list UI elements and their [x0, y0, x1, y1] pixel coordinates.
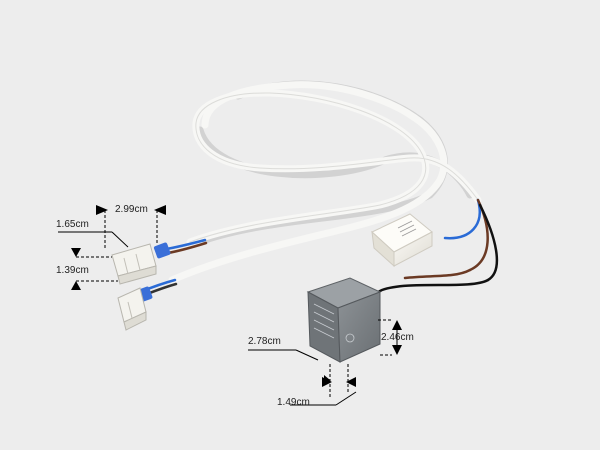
- module-width-label: 2.78cm: [248, 336, 281, 347]
- connector-width-label: 1.65cm: [56, 219, 89, 230]
- connector-length-label: 2.99cm: [115, 204, 148, 215]
- white-cable-outline: [189, 92, 479, 243]
- large-grey-module: [306, 277, 382, 363]
- module-depth-label: 1.49cm: [277, 397, 310, 408]
- white-cable: [168, 81, 482, 284]
- connector-height-label: 1.39cm: [56, 265, 89, 276]
- module-height-label: 2.46cm: [381, 332, 414, 343]
- connector-lower: [117, 286, 153, 331]
- dimension-arrows: [71, 205, 402, 387]
- connector-upper: [111, 242, 171, 285]
- small-white-module: [371, 213, 433, 268]
